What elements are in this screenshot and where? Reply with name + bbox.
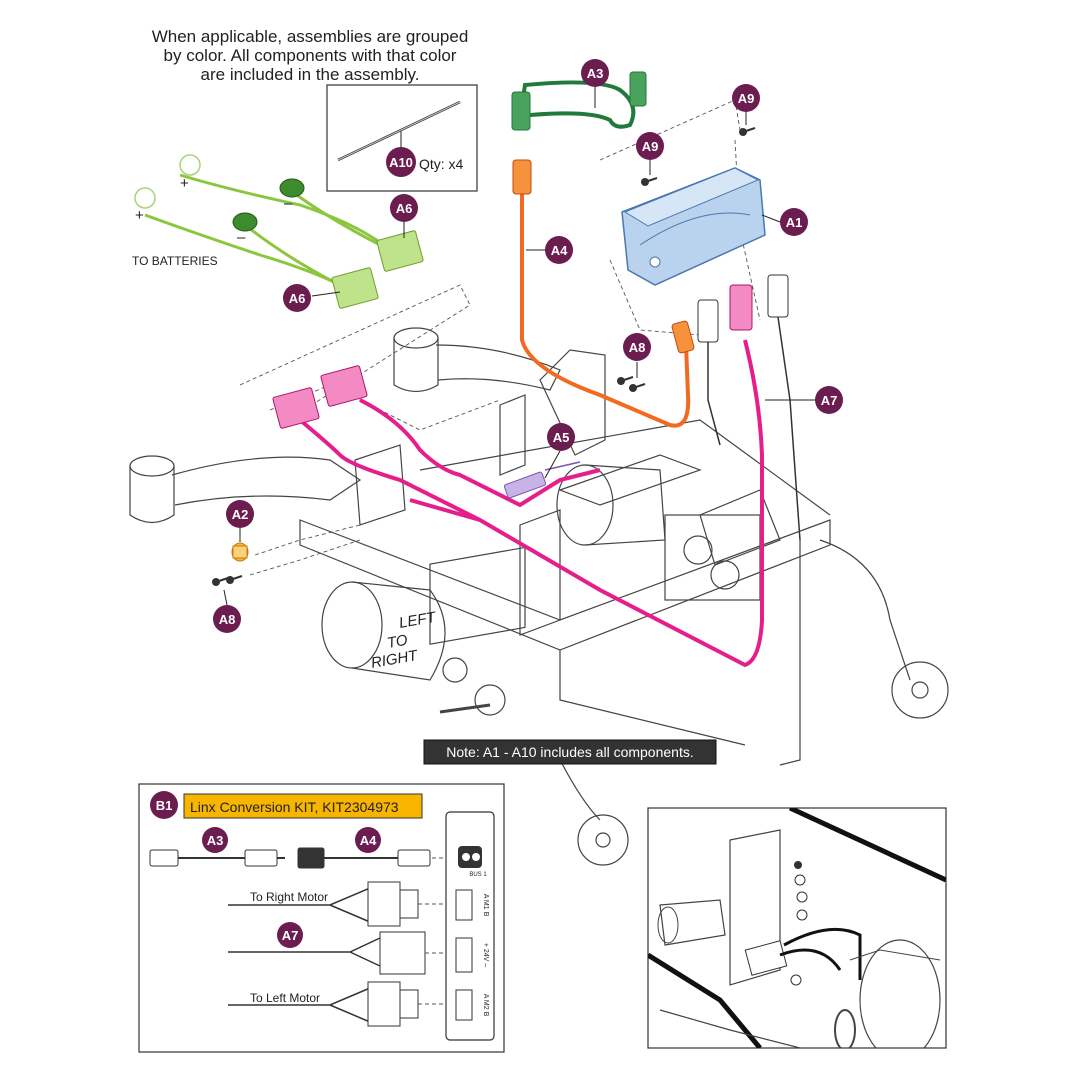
kit-callout-a4: A4	[355, 827, 381, 853]
kit-a4-plug	[397, 849, 431, 867]
cable-tie-box: Qty: x4	[326, 84, 478, 192]
note-box: Note: A1 - A10 includes all components.	[423, 739, 717, 765]
kit-power-plug	[379, 931, 426, 975]
power-port	[455, 937, 473, 973]
m2-port-label: A M2 B	[482, 994, 489, 1017]
chassis-frame	[129, 327, 949, 866]
battery-harness-a6: + + – – TO BATTERIES	[132, 154, 424, 309]
svg-text:A7: A7	[821, 393, 838, 408]
svg-text:A3: A3	[207, 833, 224, 848]
callout-a10: A10	[386, 147, 416, 177]
header-note-line-2: by color. All components with that color	[164, 46, 457, 65]
qty-label: Qty: x4	[419, 156, 464, 172]
minus-sign: –	[284, 195, 293, 212]
svg-text:B1: B1	[156, 798, 173, 813]
callout-a5: A5	[547, 423, 575, 451]
a4-connector-bottom	[671, 320, 695, 354]
svg-text:A8: A8	[629, 340, 646, 355]
kit-title-highlight	[183, 793, 423, 819]
power-connector-right	[320, 365, 368, 407]
callout-a3: A3	[581, 59, 609, 87]
header-note: When applicable, assemblies are grouped …	[152, 27, 469, 84]
m2-port	[455, 989, 473, 1021]
bus-port-label: BUS 1	[469, 872, 487, 878]
minus-sign: –	[237, 229, 246, 246]
svg-text:A4: A4	[551, 243, 568, 258]
callouts: A3 A9 A9 A10 A6 A1 A4 A6 A8 A7 A5 A2 A8	[213, 59, 843, 633]
battery-connector-upper	[376, 230, 424, 272]
callout-a2: A2	[226, 500, 254, 528]
plus-sign: +	[135, 207, 144, 224]
callout-a9: A9	[732, 84, 760, 112]
kit-callout-a3: A3	[202, 827, 228, 853]
inset-motor	[859, 939, 941, 1048]
callout-a6: A6	[283, 284, 311, 312]
screw-icon	[794, 861, 802, 869]
to-batteries-label: TO BATTERIES	[132, 254, 218, 268]
to-right-motor-label: To Right Motor	[250, 890, 328, 904]
motor-label-line-1: LEFT	[398, 609, 439, 632]
m1-port	[455, 889, 473, 921]
screw-icon	[212, 127, 756, 586]
small-parts	[212, 127, 756, 586]
bus-cable-a4	[512, 159, 695, 428]
svg-text:A10: A10	[389, 155, 413, 170]
motor-harness-a7	[272, 274, 801, 668]
to-left-motor-label: To Left Motor	[250, 991, 320, 1005]
callout-b1	[150, 791, 178, 819]
svg-text:A3: A3	[587, 66, 604, 81]
svg-text:A2: A2	[232, 507, 249, 522]
m1-port-label: A M1 B	[482, 894, 489, 917]
kit-a3-plug	[244, 849, 278, 867]
header-note-line-1: When applicable, assemblies are grouped	[152, 27, 469, 46]
svg-text:A6: A6	[396, 201, 413, 216]
callout-a6: A6	[390, 194, 418, 222]
circuit-breaker-a5	[503, 471, 547, 499]
kit-box: B1 Linx Conversion KIT, KIT2304973 A3 A4…	[138, 783, 505, 1053]
kit-callout-a7: A7	[277, 922, 303, 948]
power-connector-left	[272, 387, 320, 429]
kit-a4-plug	[297, 847, 325, 869]
header-note-line-3: are included in the assembly.	[201, 65, 420, 84]
detail-inset	[647, 807, 947, 1049]
callout-a7: A7	[815, 386, 843, 414]
motor-label-line-2: TO	[386, 632, 410, 652]
kit-right-motor-plug	[367, 881, 401, 927]
callout-a8: A8	[213, 605, 241, 633]
svg-text:A4: A4	[360, 833, 377, 848]
callout-a4: A4	[545, 236, 573, 264]
svg-text:A9: A9	[738, 91, 755, 106]
callout-a1: A1	[780, 208, 808, 236]
power-port-label: + 24V –	[482, 943, 489, 967]
motor-plug-left	[697, 299, 719, 343]
battery-terminal-cap	[232, 212, 258, 232]
a3-connector-right	[629, 71, 647, 107]
svg-text:A7: A7	[282, 928, 299, 943]
a3-connector-left	[511, 91, 531, 131]
callout-a8: A8	[623, 333, 651, 361]
battery-connector-lower	[331, 267, 379, 309]
a7-controller-plug	[729, 284, 753, 331]
leader-lines	[223, 86, 816, 606]
kit-a3-plug	[149, 849, 179, 867]
svg-text:A1: A1	[786, 215, 803, 230]
communication-cable-a3	[511, 71, 647, 131]
motor-plug-right	[767, 274, 789, 318]
callout-a9: A9	[636, 132, 664, 160]
kit-title: Linx Conversion KIT, KIT2304973	[190, 799, 399, 815]
svg-text:A8: A8	[219, 612, 236, 627]
svg-text:A9: A9	[642, 139, 659, 154]
controller-module	[621, 167, 766, 286]
note-text: Note: A1 - A10 includes all components.	[446, 744, 693, 760]
controller-port-panel	[445, 811, 495, 1041]
svg-text:A6: A6	[289, 291, 306, 306]
battery-terminal-cap	[279, 178, 305, 198]
svg-text:A5: A5	[553, 430, 570, 445]
a4-connector-top	[512, 159, 532, 195]
kit-left-motor-plug	[367, 981, 401, 1027]
plus-sign: +	[180, 175, 189, 192]
motor-label-line-3: RIGHT	[370, 647, 421, 672]
